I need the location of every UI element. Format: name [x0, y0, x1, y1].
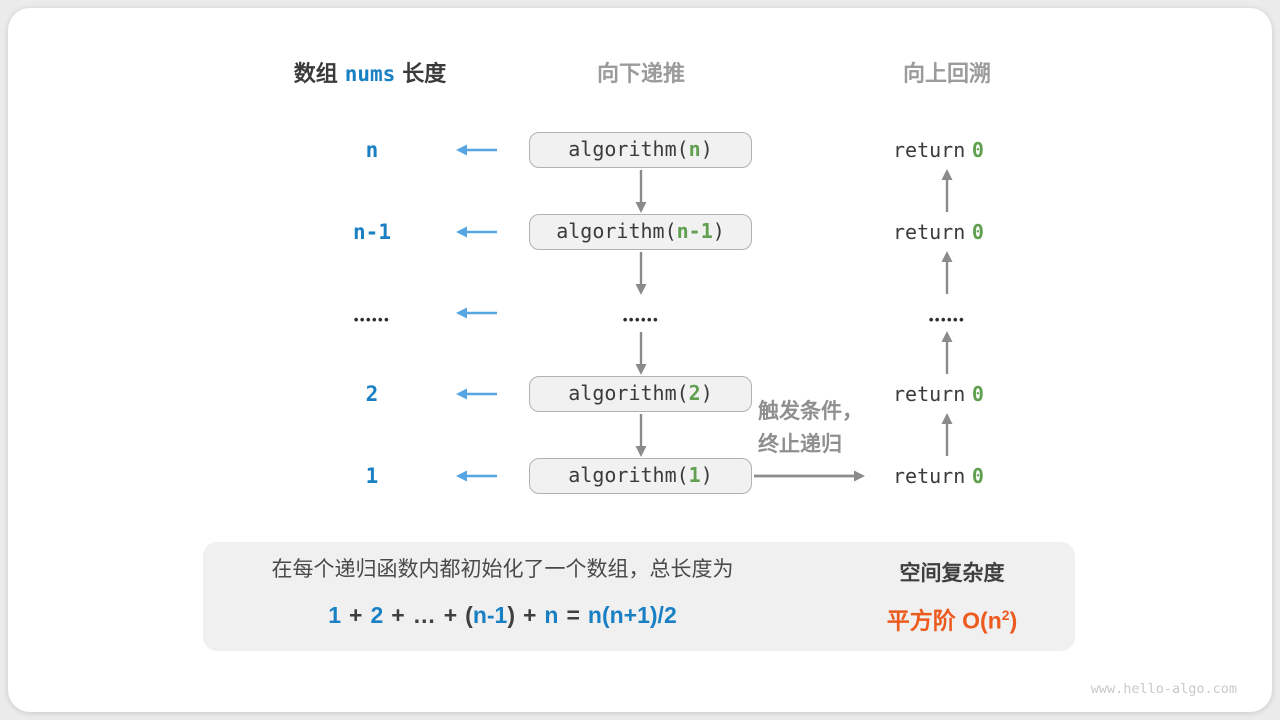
call-box-algorithm-2: algorithm(2) [529, 376, 752, 412]
call-code: algorithm(n-1) [556, 219, 725, 243]
formula-operator: + [522, 602, 537, 628]
ellipsis-right: •••••• [928, 312, 966, 327]
call-prefix: algorithm( [568, 381, 689, 405]
call-code: algorithm(n) [568, 137, 713, 161]
complexity-prefix: 平方阶 O(n [886, 607, 1002, 634]
base-case-note-line1: 触发条件， [758, 400, 863, 423]
call-box-algorithm-n: algorithm(n) [529, 132, 752, 168]
call-suffix: ) [712, 219, 725, 243]
complexity-exponent: 2 [1001, 607, 1010, 623]
return-keyword: return [893, 138, 966, 162]
summary-description: 在每个递归函数内都初始化了一个数组，总长度为 [271, 558, 734, 581]
space-complexity-title: 空间复杂度 [899, 562, 1005, 585]
call-arg: n-1 [676, 219, 713, 243]
length-label-n-1: n-1 [353, 220, 391, 244]
watermark: www.hello-algo.com [1090, 681, 1237, 697]
call-code: algorithm(2) [568, 381, 713, 405]
column-title-recurse-down: 向下递推 [596, 61, 685, 86]
formula-equals: = [566, 602, 580, 628]
formula-term: n-1 [472, 602, 508, 628]
call-suffix: ) [700, 381, 713, 405]
formula-close-paren: ) [507, 602, 515, 628]
call-arg: 2 [688, 381, 701, 405]
formula-open-paren: ( [465, 602, 473, 628]
return-keyword: return [893, 220, 966, 244]
ellipsis-middle: •••••• [622, 312, 660, 327]
call-arg: 1 [688, 463, 701, 487]
call-prefix: algorithm( [568, 137, 689, 161]
column-title-backtrack-up: 向上回溯 [902, 61, 991, 86]
return-value: 0 [971, 138, 984, 162]
length-label-n: n [365, 138, 379, 162]
call-suffix: ) [700, 463, 713, 487]
ellipsis-left: •••••• [353, 312, 391, 327]
return-value: 0 [971, 220, 984, 244]
base-case-note: 触发条件， 终止递归 [758, 395, 878, 461]
space-complexity-value: 平方阶 O(n2) [862, 598, 1042, 634]
title-left-prefix: 数组 [293, 61, 338, 86]
formula-operator: + [443, 602, 458, 628]
base-case-note-line2: 终止递归 [758, 433, 842, 456]
formula-operator: + [349, 602, 363, 628]
summary-panel [203, 542, 1075, 651]
call-code: algorithm(1) [568, 463, 713, 487]
formula-result: n(n+1)/2 [587, 602, 677, 628]
call-prefix: algorithm( [556, 219, 677, 243]
length-label-1: 1 [365, 464, 379, 488]
length-label-2: 2 [365, 382, 379, 406]
call-box-algorithm-n-1: algorithm(n-1) [529, 214, 752, 250]
formula-term: n [544, 602, 559, 628]
summary-formula: 1 +2 + … + (n-1) + n = n(n+1)/2 [215, 598, 790, 632]
title-left-suffix: 长度 [402, 61, 447, 86]
return-value: 0 [971, 382, 984, 406]
formula-term: 1 [328, 602, 342, 628]
complexity-suffix: ) [1009, 607, 1018, 634]
return-value: 0 [971, 464, 984, 488]
call-arg: n [688, 137, 701, 161]
nums-code-label: nums [344, 62, 396, 86]
formula-term: 2 [370, 602, 384, 628]
call-suffix: ) [700, 137, 713, 161]
formula-operator: + [391, 602, 405, 628]
return-keyword: return [893, 382, 966, 406]
call-box-algorithm-1: algorithm(1) [529, 458, 752, 494]
return-keyword: return [893, 464, 966, 488]
formula-ellipsis: … [412, 602, 436, 628]
call-prefix: algorithm( [568, 463, 689, 487]
